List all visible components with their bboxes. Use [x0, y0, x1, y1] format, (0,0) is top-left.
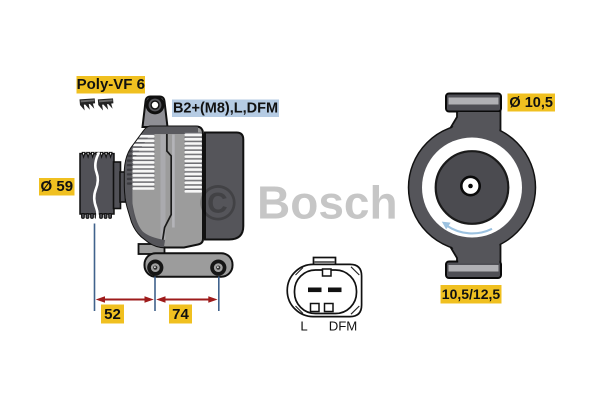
svg-text:DFM: DFM	[329, 319, 358, 334]
svg-text:Ø 59: Ø 59	[41, 178, 74, 195]
svg-text:74: 74	[172, 306, 189, 323]
svg-text:Ø 10,5: Ø 10,5	[509, 95, 553, 111]
svg-text:L: L	[300, 319, 307, 334]
svg-text:©: ©	[200, 175, 237, 231]
svg-text:B2+(M8),L,DFM: B2+(M8),L,DFM	[173, 101, 278, 117]
svg-text:Bosch: Bosch	[257, 177, 398, 229]
svg-text:Poly-VF 6: Poly-VF 6	[77, 76, 145, 93]
svg-text:10,5/12,5: 10,5/12,5	[442, 286, 501, 302]
svg-text:52: 52	[104, 306, 121, 323]
